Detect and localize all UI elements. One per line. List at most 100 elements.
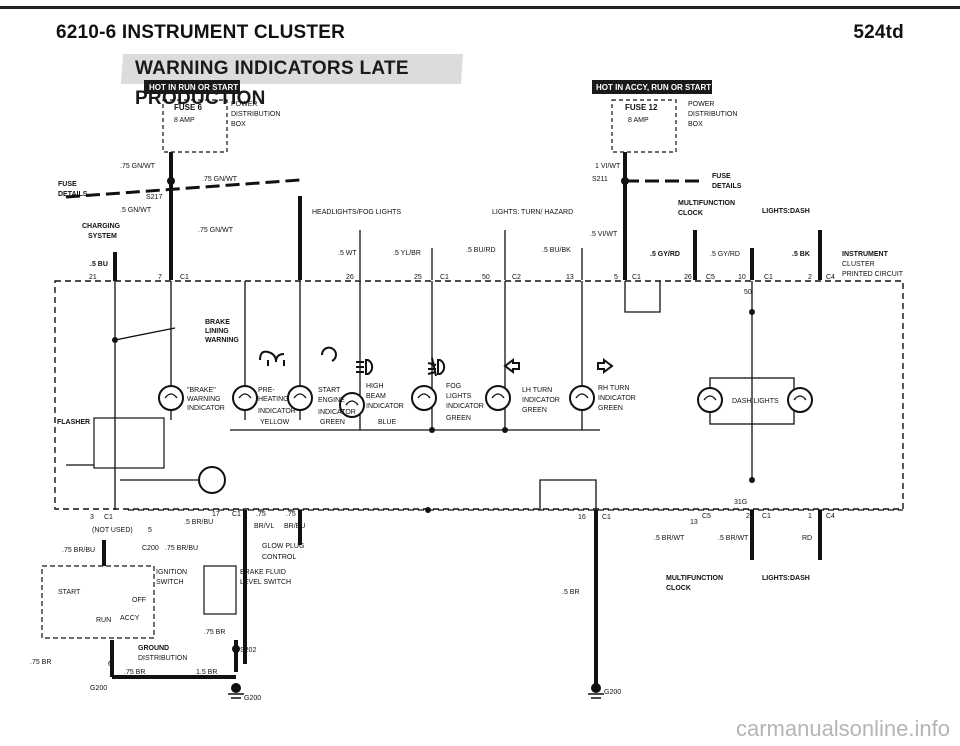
fuse-12-rating: 8 AMP <box>628 117 649 124</box>
preheat-label-4: YELLOW <box>260 419 290 426</box>
conn-c1-b: C1 <box>440 274 449 281</box>
label-05brwt-a: .5 BR/WT <box>654 535 685 542</box>
pin-10: 10 <box>738 274 746 281</box>
ign-label-2: SWITCH <box>156 579 184 586</box>
top-rule <box>0 6 960 9</box>
pin-6: 6 <box>108 661 112 668</box>
pdb-right-3: BOX <box>688 121 703 128</box>
node-4 <box>749 309 755 315</box>
fog-lights-bulb <box>411 385 437 411</box>
conn-c1-c: C1 <box>632 274 641 281</box>
label-075brbu: .75 BR/BU <box>62 547 95 554</box>
wire-fuse-details-l <box>65 178 301 199</box>
fog-label-1: FOG <box>446 383 461 390</box>
brake-ind-label-2: WARNING <box>187 396 221 403</box>
fog-label-4: GREEN <box>446 415 471 422</box>
label-s211: S211 <box>592 176 608 183</box>
not-used-label: (NOT USED) <box>92 527 133 534</box>
label-15br: 1.5 BR <box>196 669 217 676</box>
bulb-filament-1 <box>164 393 178 399</box>
label-05brwt-b: .5 BR/WT <box>718 535 749 542</box>
ic-label-1: INSTRUMENT <box>842 251 889 258</box>
pin-31g: 31G <box>734 499 747 506</box>
label-05wt: .5 WT <box>338 250 357 257</box>
section-title: 6210-6 INSTRUMENT CLUSTER <box>56 22 345 43</box>
conn-c5-b: C5 <box>702 513 711 520</box>
brake-warning-bulb <box>158 385 184 411</box>
pin-25: 25 <box>414 274 422 281</box>
start-label-1: START <box>318 387 341 394</box>
conn-c1-a: C1 <box>180 274 189 281</box>
label-075brbu-2: .75 BR/BU <box>165 545 198 552</box>
hb-label-4: BLUE <box>378 419 397 426</box>
hot-tag-right-text: HOT IN ACCY, RUN OR START <box>596 83 711 92</box>
bulb-filament-3 <box>293 393 307 399</box>
rh-label-2: INDICATOR <box>598 395 636 402</box>
fog-label-2: LIGHTS <box>446 393 472 400</box>
preheat-label-1: PRE- <box>258 387 275 394</box>
lights-dash-label-2: LIGHTS:DASH <box>762 575 810 582</box>
conn-c5-a: C5 <box>706 274 715 281</box>
conn-c200: C200 <box>142 545 159 552</box>
preheating-bulb <box>232 385 258 411</box>
ic-label-3: PRINTED CIRCUIT <box>842 271 904 278</box>
lh-label-1: LH TURN <box>522 387 552 394</box>
splice-s217 <box>167 177 175 185</box>
pin-5: 5 <box>614 274 618 281</box>
label-075br: .75 BR <box>204 629 225 636</box>
label-05brbu: .5 BR/BU <box>184 519 213 526</box>
pin-1: 1 <box>808 513 812 520</box>
ground-g200-right <box>591 683 601 693</box>
g200-label-l: G200 <box>90 685 107 692</box>
fuse-details-label-4: DETAILS <box>712 183 742 190</box>
label-1viwt: 1 VI/WT <box>595 163 621 170</box>
conn-c1-g: C1 <box>602 514 611 521</box>
fuse-details-label-3: FUSE <box>712 173 731 180</box>
pin-16: 16 <box>578 514 586 521</box>
pdb-left-2: DISTRIBUTION <box>231 111 280 118</box>
pin-2: 2 <box>808 274 812 281</box>
wire-ground-tap <box>539 479 597 510</box>
pin-21: 21 <box>89 274 97 281</box>
bulb-filament-6 <box>491 393 505 399</box>
bulb-filament-2 <box>238 393 252 399</box>
node-1 <box>112 337 118 343</box>
rh-turn-bulb <box>569 385 595 411</box>
flasher-label: FLASHER <box>57 419 90 426</box>
power-box-right <box>611 99 677 153</box>
glow-plug-icon <box>259 350 285 366</box>
conn-c4-b: C4 <box>826 513 835 520</box>
pin-50b: 50 <box>744 289 752 296</box>
sw-off: OFF <box>132 597 146 604</box>
conn-c1-h: C1 <box>762 513 771 520</box>
fuse-details-label-1: FUSE <box>58 181 77 188</box>
brake-ind-label-3: INDICATOR <box>187 405 225 412</box>
conn-c4-a: C4 <box>826 274 835 281</box>
hb-label-3: INDICATOR <box>366 403 404 410</box>
splice-s211 <box>621 177 629 185</box>
pin-3: 3 <box>90 514 94 521</box>
brake-lining-label-1: BRAKE <box>205 319 230 326</box>
label-075br-l: .75 BR <box>30 659 51 666</box>
fog-label-3: INDICATOR <box>446 403 484 410</box>
instrument-cluster-outline <box>54 280 904 510</box>
pin-5b: 5 <box>148 527 152 534</box>
page-header: 6210-6 INSTRUMENT CLUSTER 524td <box>0 0 960 62</box>
headlights-fog-label: HEADLIGHTS/FOG LIGHTS <box>312 209 401 216</box>
fog-icon <box>427 357 446 377</box>
rh-label-1: RH TURN <box>598 385 629 392</box>
charging-label-2: SYSTEM <box>88 233 117 240</box>
start-label-4: GREEN <box>320 419 345 426</box>
sw-start: START <box>58 589 81 596</box>
bf-label-2: LEVEL SWITCH <box>240 579 291 586</box>
wire-gyrd-loop <box>624 281 661 313</box>
glow-label-2: CONTROL <box>262 554 296 561</box>
conn-c1-f: C1 <box>232 511 241 518</box>
fuse-details-label-2: DETAILS <box>58 191 88 198</box>
glow-label-1: GLOW PLUG <box>262 543 304 550</box>
brake-lining-label-3: WARNING <box>205 337 239 344</box>
ic-label-2: CLUSTER <box>842 261 875 268</box>
start-label-3: INDICATOR <box>318 409 356 416</box>
label-075gnwt-a: .75 GN/WT <box>120 163 156 170</box>
